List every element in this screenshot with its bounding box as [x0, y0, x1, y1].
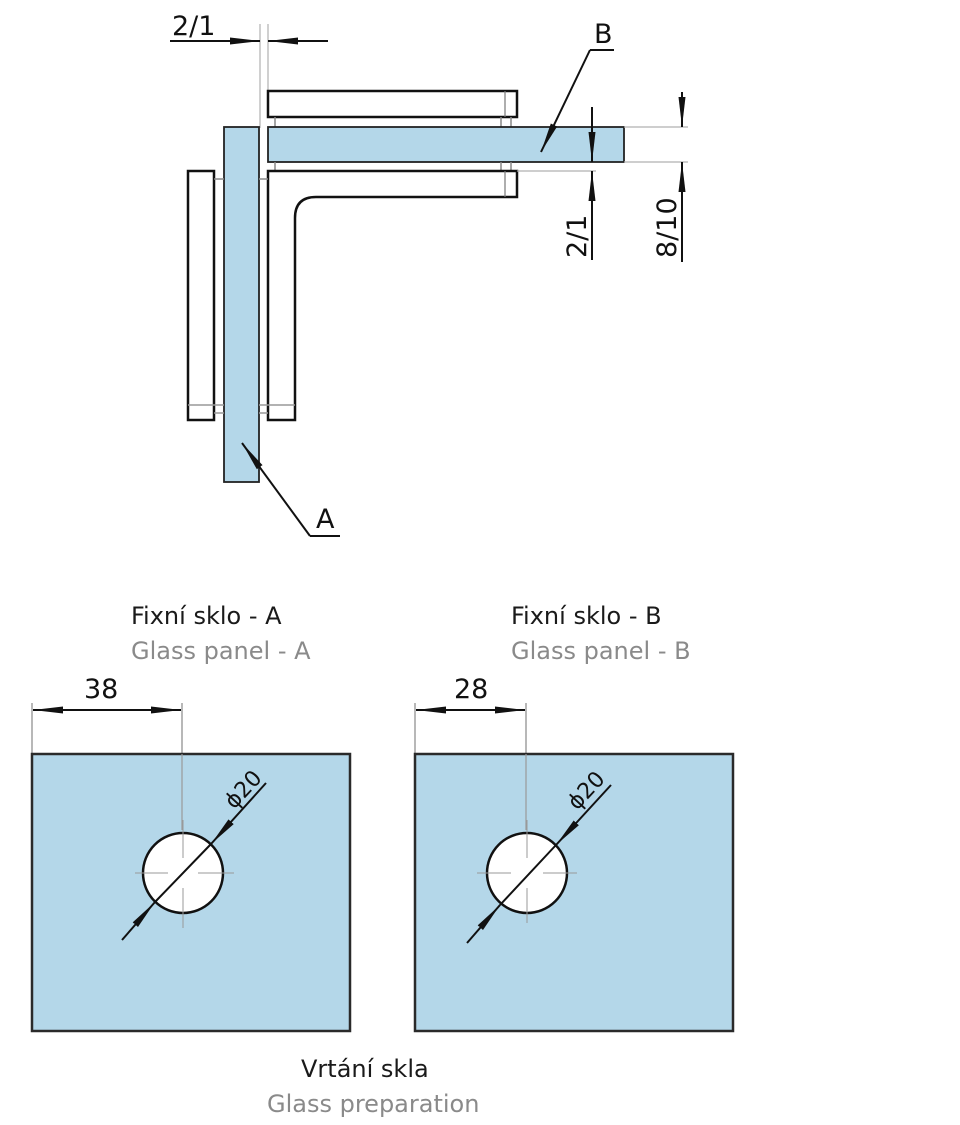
dim-gap-side: 2/1	[562, 215, 593, 258]
label-a: A	[316, 504, 335, 535]
clamp-top-view: 2/1 2/1	[170, 11, 688, 537]
dim-glass-thickness: 8/10	[652, 197, 683, 258]
clamp-body-l-shape	[266, 169, 519, 422]
clamp-plate-top	[266, 89, 519, 119]
diameter-line	[154, 843, 212, 903]
footer-title-en: Glass preparation	[267, 1090, 479, 1118]
glass-panel-b-section	[267, 126, 625, 163]
panel-b-drawing: Fixní sklo - B Glass panel - B 28 ϕ20	[413, 602, 735, 1033]
footer-title-cz: Vrtání skla	[301, 1055, 429, 1083]
panel-b-offset-dim: 28	[454, 674, 488, 705]
panel-b-title-cz: Fixní sklo - B	[511, 602, 662, 630]
glass-panel-b	[413, 752, 735, 1033]
dimension-arrow	[210, 782, 267, 845]
dimension-arrow	[121, 901, 156, 941]
panel-b-title-en: Glass panel - B	[511, 637, 691, 665]
panel-a-drawing: Fixní sklo - A Glass panel - A 38 ϕ20	[30, 602, 352, 1033]
panel-a-title-en: Glass panel - A	[131, 637, 311, 665]
dim-gap-top: 2/1	[172, 11, 215, 42]
leader-arrow-a	[241, 442, 311, 537]
label-b: B	[594, 19, 613, 50]
clamp-plate-left	[186, 169, 216, 422]
leader-arrow-b	[540, 49, 591, 153]
dimension-arrow	[555, 784, 612, 846]
panel-a-offset-dim: 38	[84, 674, 118, 705]
footer-caption: Vrtání skla Glass preparation	[267, 1055, 479, 1118]
glass-panel-a-section	[223, 126, 260, 483]
panel-a-title-cz: Fixní sklo - A	[131, 602, 282, 630]
dimension-arrow	[466, 904, 501, 944]
diameter-line	[499, 844, 557, 906]
